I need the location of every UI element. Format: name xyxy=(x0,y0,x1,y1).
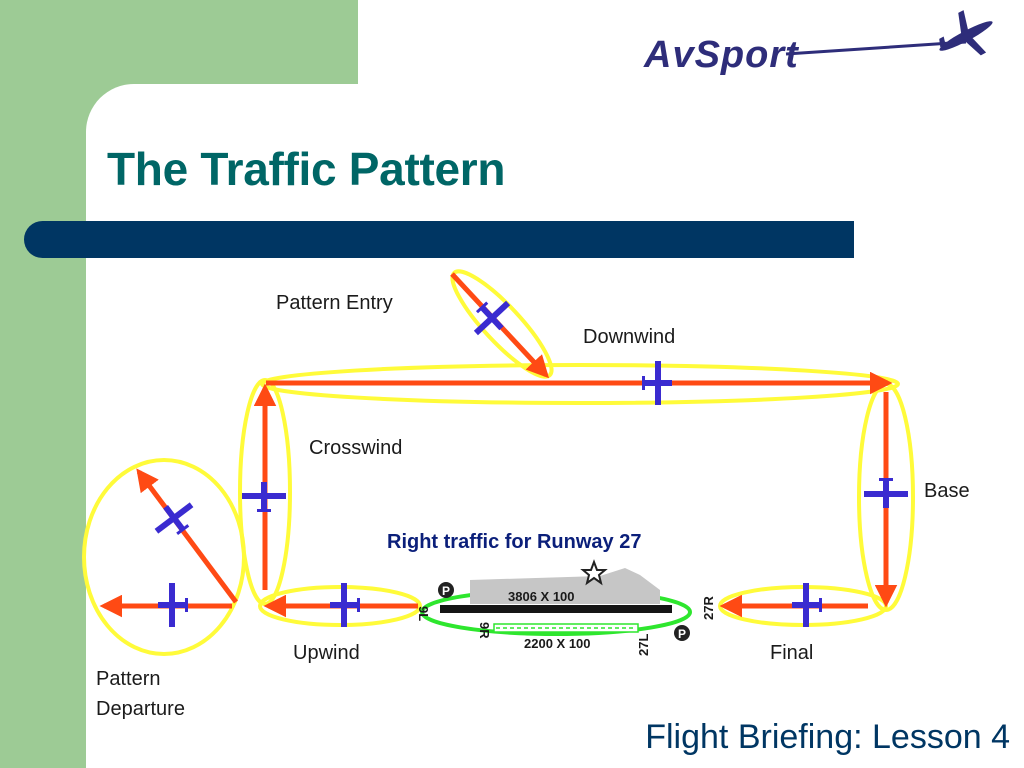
airplane-icon-departure-straight xyxy=(158,583,188,627)
runway-designator-9l: 9L xyxy=(416,606,431,621)
runway-primary xyxy=(440,605,672,613)
beacon-star-icon xyxy=(580,559,608,586)
label-crosswind: Crosswind xyxy=(309,437,403,459)
label-downwind: Downwind xyxy=(583,326,676,348)
arrow-departure-angled xyxy=(136,468,239,604)
label-pattern-entry: Pattern Entry xyxy=(276,292,393,314)
runway-designator-27r: 27R xyxy=(701,596,716,620)
label-base: Base xyxy=(924,480,970,502)
logo-swoosh xyxy=(785,40,967,56)
runway-primary-dimensions: 3806 X 100 xyxy=(508,589,575,604)
airplane-icon-crosswind xyxy=(242,482,286,512)
airplane-icon-upwind xyxy=(330,583,360,627)
airplane-icon-downwind xyxy=(642,361,672,405)
parking-marker-west-label: P xyxy=(442,584,450,598)
runway-secondary-dimensions: 2200 X 100 xyxy=(524,636,591,651)
content-panel xyxy=(86,84,1024,768)
label-final: Final xyxy=(770,642,814,664)
parking-marker-east-label: P xyxy=(678,627,686,641)
logo-text: AvSport xyxy=(644,34,799,76)
label-upwind: Upwind xyxy=(293,642,360,664)
avsport-logo: AvSport xyxy=(636,4,1016,84)
label-pattern-departure-line1: Pattern xyxy=(96,668,161,690)
airplane-icon-departure-angled xyxy=(154,502,194,535)
diagram-subtitle: Right traffic for Runway 27 xyxy=(387,531,642,553)
slide-title: The Traffic Pattern xyxy=(107,143,506,195)
slide-footer: Flight Briefing: Lesson 4 xyxy=(645,718,1010,756)
airplane-icon-pattern-entry xyxy=(473,300,511,336)
airplane-icon-final xyxy=(792,583,822,627)
parking-marker-east xyxy=(674,625,690,641)
label-pattern-departure-line2: Departure xyxy=(96,698,185,720)
airplane-icon-base xyxy=(864,478,908,508)
highlight-pattern-departure xyxy=(82,458,246,656)
highlight-upwind xyxy=(258,585,422,627)
runway-designator-27l: 27L xyxy=(636,634,651,656)
parking-marker-west xyxy=(438,582,454,598)
logo-airplane-icon xyxy=(939,10,993,56)
runway-designator-9r: 9R xyxy=(477,622,492,639)
taxiway xyxy=(470,568,660,604)
runway-diagram: P P 3806 X 100 2200 X 100 9L 27R 9R 27L xyxy=(416,559,716,656)
title-bar xyxy=(24,221,854,258)
